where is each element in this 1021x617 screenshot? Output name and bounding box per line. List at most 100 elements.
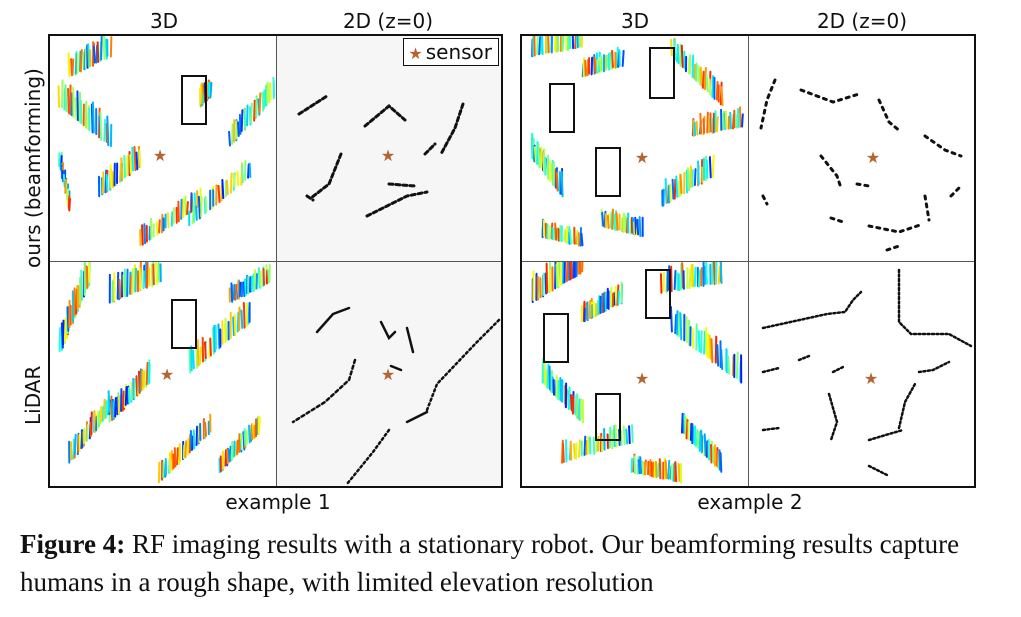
point-column (697, 160, 700, 186)
point-column (674, 313, 678, 335)
point-column (167, 212, 170, 229)
point-column (638, 216, 642, 238)
point-column (703, 433, 707, 457)
point-column (64, 317, 67, 342)
point-column (706, 111, 709, 134)
point-column (724, 110, 728, 130)
point-column (191, 201, 195, 225)
point-column (231, 123, 234, 145)
point-column (192, 349, 195, 370)
point-column (709, 112, 713, 133)
point-column (716, 344, 720, 367)
point-column (217, 184, 221, 204)
point-column (225, 179, 229, 196)
point-column (197, 425, 201, 444)
point-column (555, 171, 559, 192)
point-column (79, 49, 83, 73)
point-column (109, 164, 113, 190)
point-column (242, 301, 246, 329)
point-column (537, 143, 541, 169)
slice-ex1-lidar-2d: ★ (277, 262, 501, 486)
point-column (555, 263, 559, 289)
point-column (693, 266, 697, 287)
point-column (562, 442, 565, 463)
point-column (107, 390, 111, 413)
point-column (109, 36, 113, 58)
point-column (110, 395, 114, 422)
example-1-label: example 1 (225, 490, 331, 514)
slice-ex2-ours-2d: ★ (749, 36, 974, 261)
row-label-lidar: LiDAR (21, 365, 45, 425)
point-column (67, 52, 71, 78)
point-column (246, 104, 249, 127)
point-column (711, 154, 715, 178)
point-column (677, 311, 681, 338)
point-column (579, 227, 583, 247)
point-column (170, 211, 174, 227)
point-column (91, 101, 95, 134)
point-column (565, 36, 568, 51)
point-column (699, 112, 703, 135)
pointcloud-ex1-lidar-3d: ★ (58, 262, 271, 484)
point-column (135, 151, 139, 171)
example-2-grid: ★ ★ (520, 34, 976, 488)
point-column (565, 262, 569, 282)
point-column (693, 168, 697, 187)
point-column (184, 440, 188, 459)
panel-ex2-lidar-3d: ★ (522, 262, 748, 486)
point-column (64, 178, 68, 194)
point-column (191, 435, 195, 451)
point-column (560, 170, 564, 198)
point-column (715, 116, 719, 133)
point-column (710, 117, 714, 134)
point-column (698, 68, 702, 86)
point-column (217, 323, 221, 350)
point-column (716, 450, 720, 468)
point-column (99, 111, 103, 141)
point-column (233, 313, 237, 336)
point-column (555, 227, 558, 241)
pointcloud-points (531, 262, 743, 484)
point-column (145, 361, 149, 386)
point-column (145, 262, 149, 289)
point-column (641, 460, 645, 476)
point-column (719, 262, 723, 284)
sensor-star-icon: ★ (635, 148, 649, 167)
point-column (553, 36, 557, 52)
point-column (605, 54, 609, 70)
point-column (714, 262, 718, 285)
point-column (123, 156, 127, 178)
human-highlight-box (595, 393, 621, 441)
point-column (95, 415, 98, 432)
sensor-star-icon: ★ (160, 365, 174, 384)
point-column (621, 49, 625, 67)
panel-ex2-ours-2d: ★ (749, 36, 974, 261)
point-column (538, 36, 542, 56)
point-column (154, 262, 158, 286)
point-column (576, 36, 579, 49)
point-column (576, 393, 579, 420)
point-column (680, 44, 684, 68)
point-column (679, 173, 683, 195)
point-column (702, 118, 706, 134)
point-column (639, 456, 643, 475)
sensor-star-icon: ★ (381, 146, 395, 165)
column-label-2d-example-2: 2D (z=0) (816, 9, 908, 33)
point-column (72, 438, 76, 460)
point-column (601, 211, 605, 227)
point-column (243, 428, 247, 446)
point-column (636, 218, 640, 236)
slice-ex1-ours-2d: ★ (277, 36, 501, 261)
figure-caption: Figure 4: RF imaging results with a stat… (20, 525, 1000, 601)
point-column (186, 201, 189, 216)
point-column (620, 430, 623, 446)
row-label-ours: ours (beamforming) (21, 68, 45, 268)
point-column (195, 344, 199, 369)
point-column (131, 268, 134, 295)
point-column (230, 282, 234, 302)
point-column (581, 262, 584, 273)
point-column (133, 145, 137, 172)
point-column (212, 327, 215, 355)
point-column (536, 36, 539, 55)
human-highlight-box (543, 313, 569, 363)
